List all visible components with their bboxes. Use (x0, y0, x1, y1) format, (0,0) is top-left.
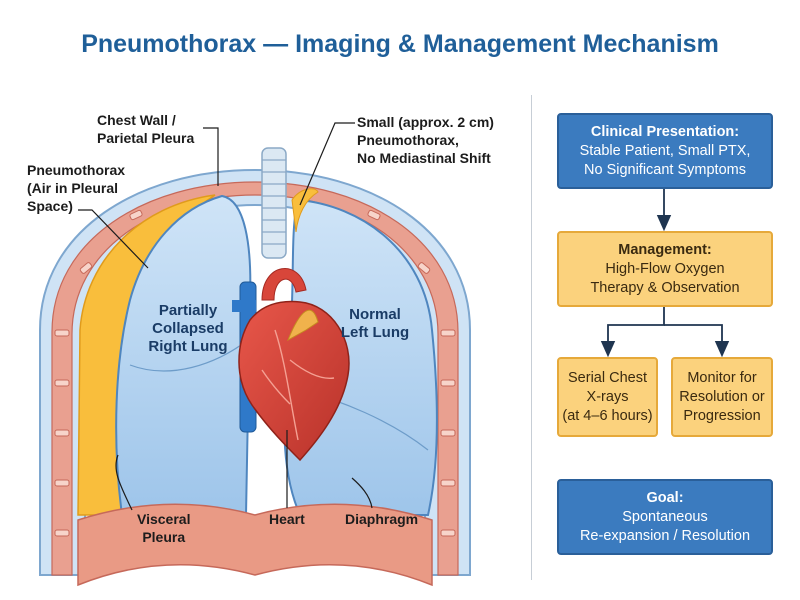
management-box: Management: High-Flow Oxygen Therapy & O… (557, 231, 773, 307)
clinical-presentation-body: Stable Patient, Small PTX, No Significan… (579, 142, 751, 178)
clinical-presentation-box: Clinical Presentation: Stable Patient, S… (557, 113, 773, 189)
chest-anatomy-diagram (39, 122, 471, 587)
pneumothorax-label: Pneumothorax (Air in Pleural Space) (27, 162, 126, 214)
monitor-body: Monitor for Resolution or Progression (679, 369, 765, 424)
label-leader-lines (78, 122, 373, 511)
trachea (261, 147, 287, 259)
arrow-management-split (600, 307, 665, 358)
arrow-management-to-monitor (664, 324, 730, 358)
goal-heading: Goal: (646, 489, 684, 506)
goal-body: Spontaneous Re-expansion / Resolution (579, 508, 751, 544)
chest-wall-label: Chest Wall / Parietal Pleura (97, 112, 195, 146)
serial-xray-body: Serial Chest X-rays (at 4–6 hours) (562, 369, 653, 424)
pulmonary-trunk (287, 309, 319, 342)
rib-segments (54, 209, 456, 537)
management-body: High-Flow Oxygen Therapy & Observation (590, 260, 740, 296)
section-divider (531, 95, 532, 580)
serial-xray-box: Serial Chest X-rays (at 4–6 hours) (557, 357, 658, 437)
monitor-box: Monitor for Resolution or Progression (671, 357, 773, 437)
heart (238, 300, 350, 462)
right-lung (115, 194, 252, 516)
apical-air-pocket (291, 188, 319, 233)
diaphragm-label: Diaphragm (345, 511, 419, 527)
pulmonary-vessel (232, 300, 256, 312)
heart-surface-vessels (261, 329, 335, 441)
visceral-pleura-label: Visceral Pleura (137, 511, 191, 545)
aortic-arch (261, 267, 307, 301)
left-lung-label: Normal Left Lung (340, 306, 410, 341)
clinical-presentation-heading: Clinical Presentation: (590, 123, 740, 140)
diaphragm (77, 503, 433, 587)
management-heading: Management: (618, 241, 712, 258)
goal-box: Goal: Spontaneous Re-expansion / Resolut… (557, 479, 773, 555)
right-lung-fissure (129, 339, 249, 372)
page-title: Pneumothorax — Imaging & Management Mech… (81, 30, 719, 58)
heart-label: Heart (269, 511, 305, 527)
small-ptx-label: Small (approx. 2 cm) Pneumothorax, No Me… (357, 114, 494, 166)
right-lung-label: Partially Collapsed Right Lung (148, 302, 228, 355)
